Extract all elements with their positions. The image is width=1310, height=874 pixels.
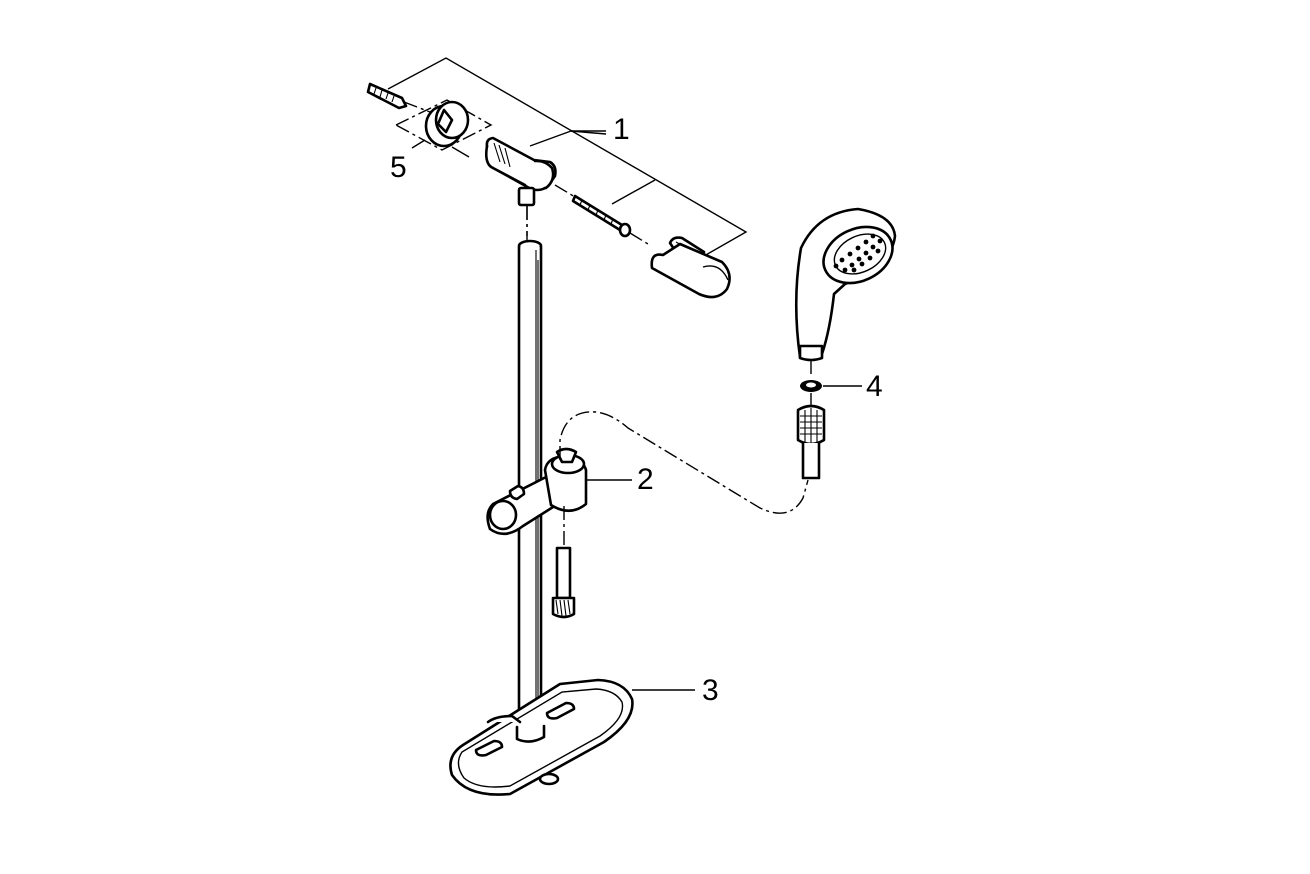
top-bracket [484,136,649,245]
end-cap [650,236,731,299]
wall-spacer [394,99,493,151]
kit-bracket-lines [387,57,748,265]
callout-4: 4 [866,370,883,403]
callout-2: 2 [637,463,654,496]
callout-1: 1 [613,113,630,146]
slider-holder [486,447,632,548]
washer [800,380,862,406]
hose-connector-lower [551,546,576,619]
callout-5: 5 [390,151,407,184]
hose-connector-upper [796,404,826,480]
wall-plug [366,82,431,113]
callout-3: 3 [702,674,719,707]
soap-dish [449,678,695,796]
hand-shower [794,207,897,376]
hose-path [559,411,809,514]
shower-rail [517,206,543,738]
